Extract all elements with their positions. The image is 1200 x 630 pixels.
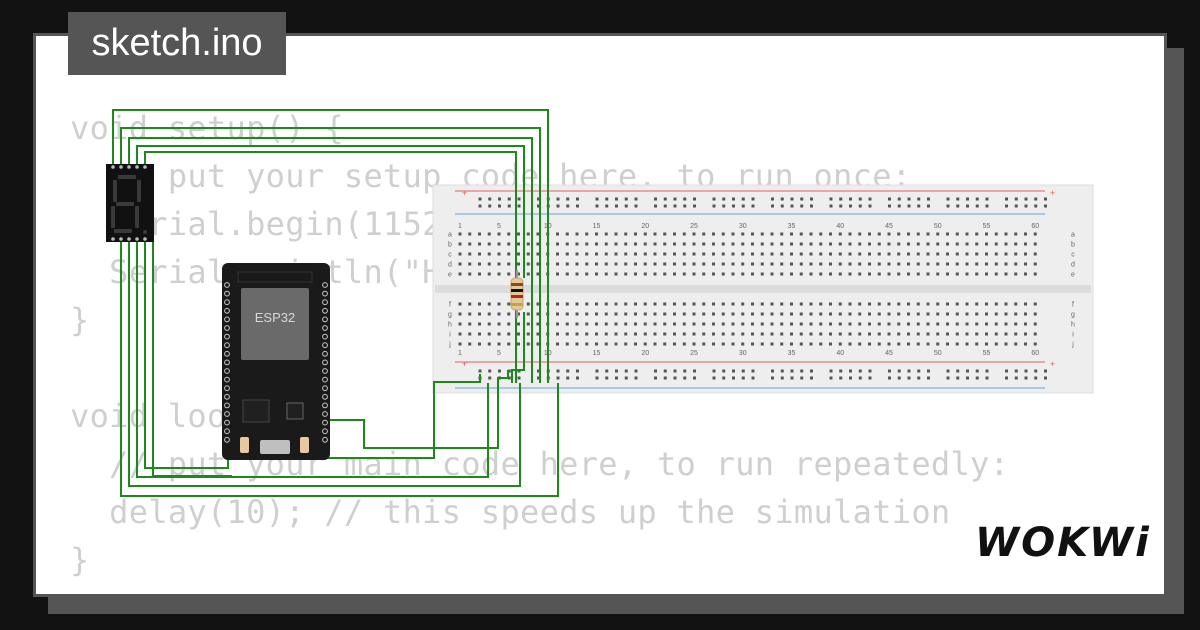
wokwi-logo: WOKWi [975,520,1151,566]
breadboard-row-letter: e [448,272,452,279]
breadboard-column-number: 50 [934,350,942,357]
resistor [510,270,524,318]
usb-port [260,440,290,454]
code-line: } [70,541,90,579]
breadboard-column-number: 5 [497,350,501,357]
breadboard-column-number: 15 [593,223,601,230]
breadboard-row-letter: b [1071,242,1075,249]
breadboard-column-number: 60 [1031,223,1039,230]
button-en [300,437,309,453]
breadboard-row-letter: h [1071,322,1075,329]
seven-segment-display [106,164,154,242]
breadboard-row-letter: a [448,232,452,239]
breadboard-column-number: 40 [836,223,844,230]
breadboard-row-letter: d [1071,262,1075,269]
button-boot [240,437,249,453]
esp32-label: ESP32 [255,310,295,325]
code-line: delay(10); // this speeds up the simulat… [70,493,951,531]
breadboard-column-number: 55 [983,350,991,357]
esp32-board: ESP32 [222,263,330,460]
breadboard-row-letter: c [1071,252,1075,259]
breadboard-column-number: 25 [690,223,698,230]
breadboard-column-number: 40 [836,350,844,357]
breadboard-holes [458,197,1047,380]
breadboard-center-channel [435,285,1091,293]
breadboard-row-letter: g [448,312,452,319]
breadboard-column-number: 45 [885,223,893,230]
breadboard-row-letter: g [1071,312,1075,319]
breadboard-column-number: 45 [885,350,893,357]
breadboard-row-letter: a [1071,232,1075,239]
breadboard-column-number: 20 [641,223,649,230]
code-line: } [70,301,90,339]
file-name-tab[interactable]: sketch.ino [68,12,286,75]
breadboard-column-number: 25 [690,350,698,357]
breadboard-column-number: 20 [641,350,649,357]
svg-text:+: + [1050,359,1055,369]
breadboard-row-letter: i [449,332,451,339]
breadboard-column-number: 1 [458,350,462,357]
esp32-chip [241,288,309,360]
breadboard-column-number: 5 [497,223,501,230]
svg-text:+: + [1050,188,1055,198]
breadboard-column-number: 60 [1031,350,1039,357]
breadboard-row-letter: j [448,342,451,349]
breadboard-column-number: 35 [788,350,796,357]
breadboard-column-number: 55 [983,223,991,230]
breadboard-column-number: 50 [934,223,942,230]
breadboard-column-number: 30 [739,350,747,357]
breadboard-row-letter: f [449,302,451,309]
breadboard-column-number: 15 [593,350,601,357]
breadboard-row-letter: f [1072,302,1074,309]
svg-text:+: + [462,188,467,198]
breadboard-row-letter: j [1071,342,1074,349]
breadboard-column-number: 30 [739,223,747,230]
breadboard-row-letter: i [1072,332,1074,339]
breadboard-column-number: 1 [458,223,462,230]
breadboard-row-letter: e [1071,272,1075,279]
breadboard-row-letter: h [448,322,452,329]
breadboard-row-letter: d [448,262,452,269]
breadboard-column-number: 35 [788,223,796,230]
breadboard-row-letter: c [448,252,452,259]
breadboard-row-letter: b [448,242,452,249]
svg-text:+: + [462,359,467,369]
